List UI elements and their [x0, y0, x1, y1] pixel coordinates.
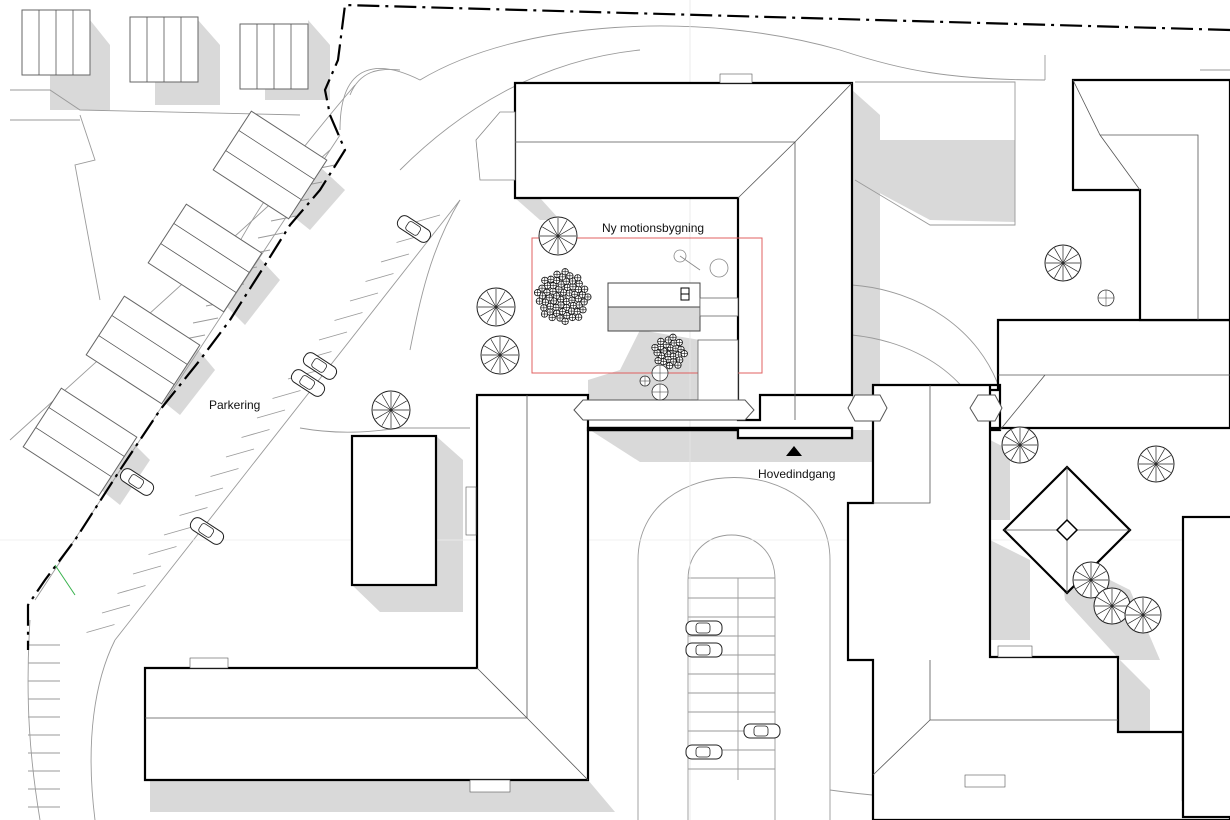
- tree-icon: [1093, 587, 1131, 625]
- car-icon: [189, 517, 225, 545]
- tree-icon: [1001, 426, 1039, 464]
- project-area: [531, 237, 763, 374]
- car-icon: [396, 215, 432, 243]
- tree-icon: [1044, 244, 1082, 282]
- site-boundary: [26, 3, 1230, 650]
- tree-icon: [651, 364, 669, 382]
- tree-icon: [371, 390, 411, 430]
- parking-stalls-left: [28, 644, 60, 808]
- building-east: [846, 318, 1230, 820]
- rowhouses-diagonal: [22, 110, 328, 497]
- tree-icon: [538, 216, 578, 256]
- tree-icon: [533, 268, 592, 325]
- building-main-l: [143, 393, 854, 782]
- label-parking: Parkering: [209, 398, 260, 412]
- label-new-building: Ny motionsbygning: [602, 221, 704, 235]
- tree-icon: [1072, 561, 1110, 599]
- new-building-footprint: [607, 282, 701, 332]
- tree-icon: [651, 383, 669, 401]
- building-north-l: [475, 81, 854, 422]
- label-main-entrance: Hovedindgang: [758, 467, 835, 481]
- cars: [119, 215, 781, 760]
- car-icon: [685, 744, 723, 760]
- entrance-triangle-icon: [786, 446, 802, 456]
- car-icon: [290, 369, 326, 397]
- tree-icon: [651, 333, 688, 370]
- tree-icon: [1124, 596, 1162, 634]
- tree-icon: [476, 287, 516, 327]
- pavilion: [1002, 465, 1132, 595]
- tree-icon: [639, 375, 651, 387]
- car-icon: [119, 468, 155, 496]
- tree-icon: [1097, 289, 1115, 307]
- tree-icon: [480, 335, 520, 375]
- car-icon: [685, 642, 723, 658]
- trees: [371, 216, 1175, 634]
- rowhouses-top: [21, 9, 309, 90]
- car-icon: [685, 620, 723, 636]
- building-far-east: [1181, 515, 1230, 819]
- car-icon: [743, 723, 781, 739]
- car-icon: [302, 352, 338, 380]
- building-northeast: [1071, 78, 1230, 322]
- stairs: [189, 73, 1033, 793]
- building-small: [350, 434, 438, 587]
- tree-icon: [1137, 445, 1175, 483]
